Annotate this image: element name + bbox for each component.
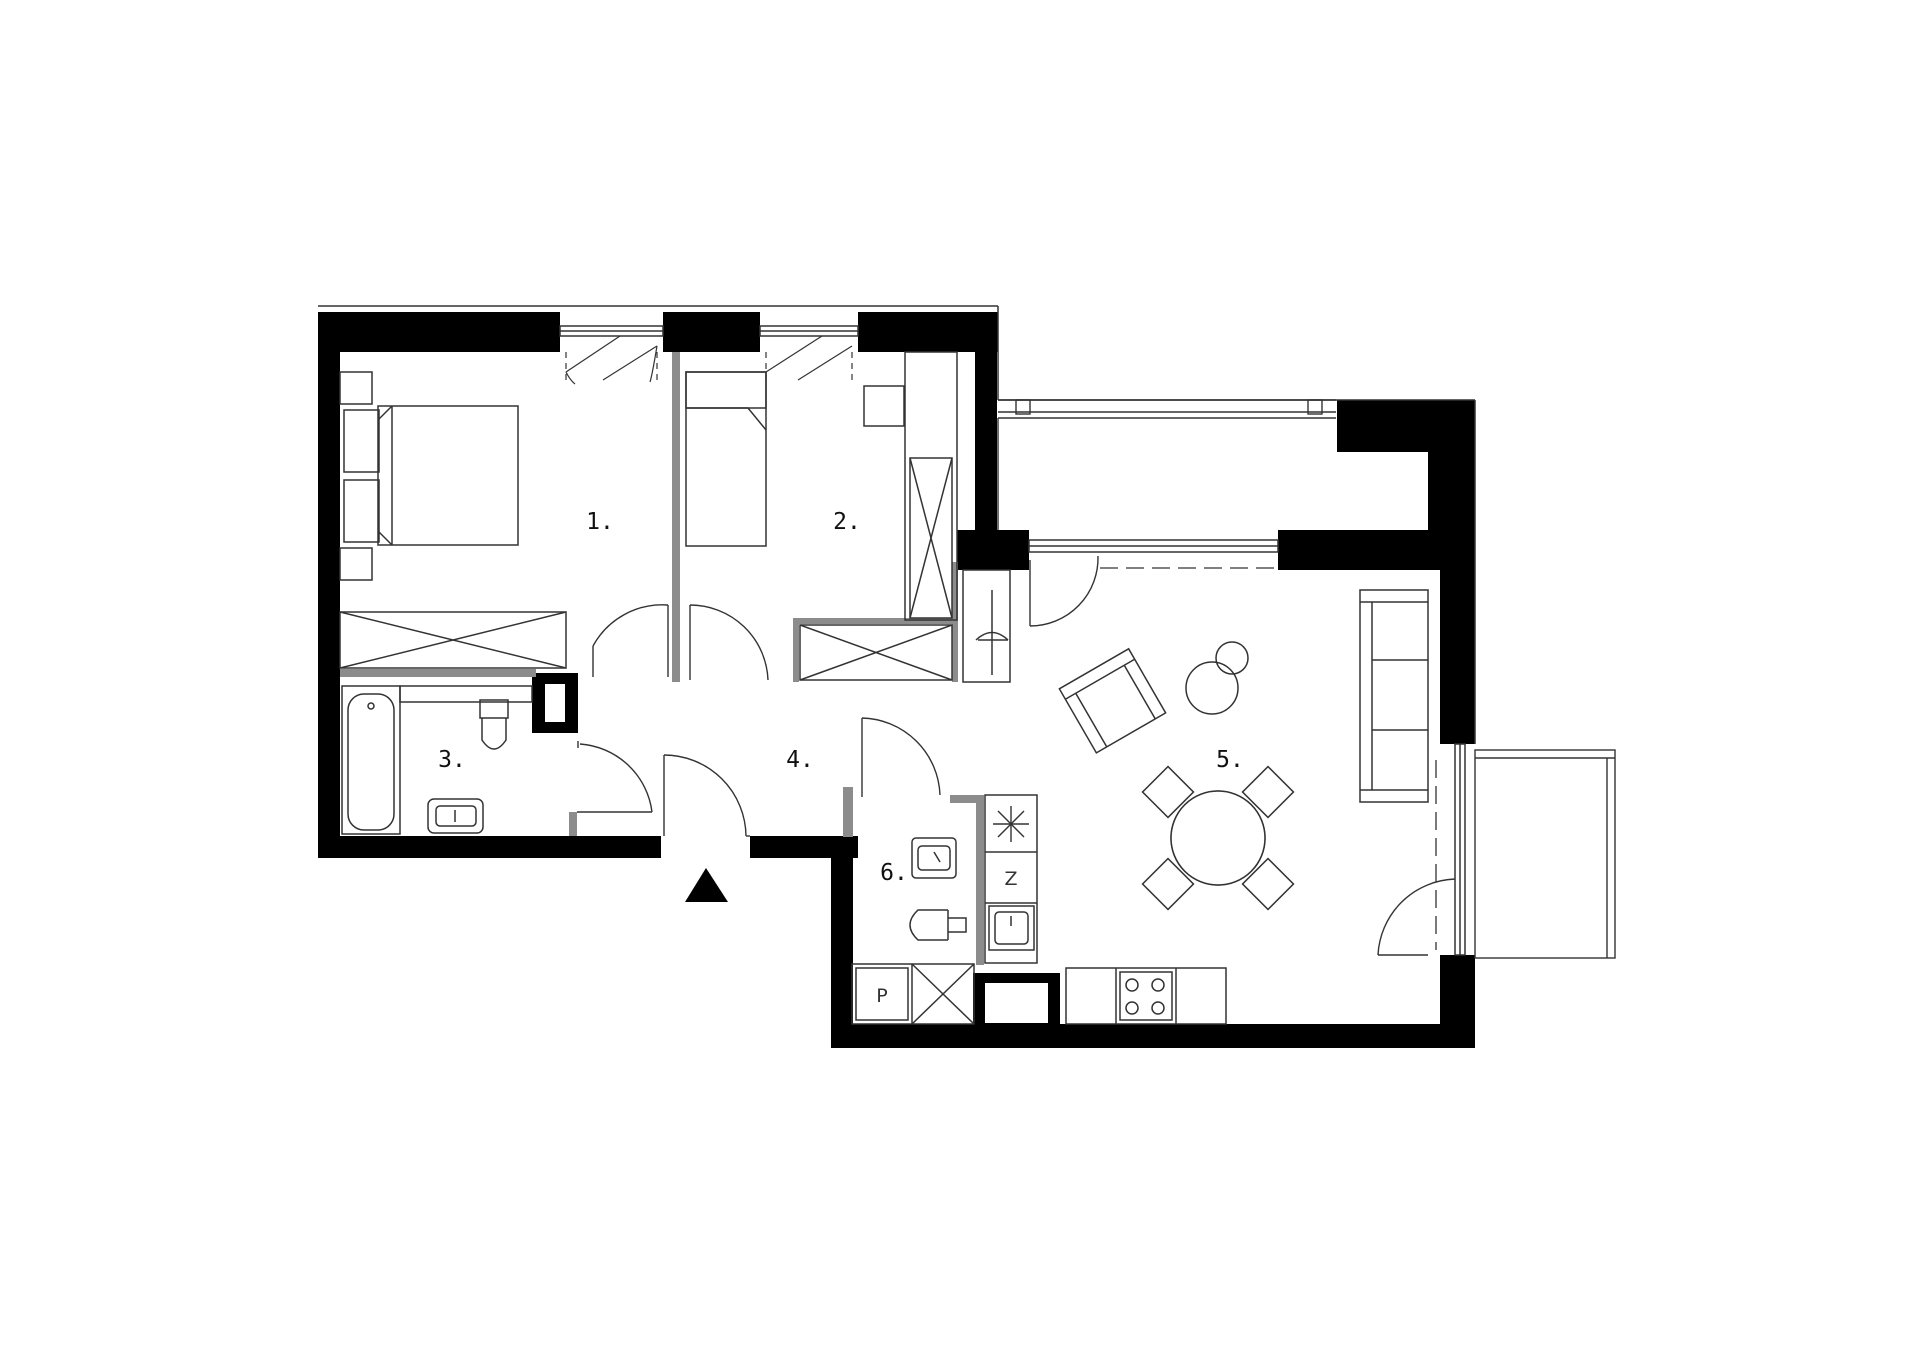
room-label-1: 1.: [586, 509, 614, 535]
kitchen-fixtures: [984, 794, 1227, 1025]
asterisk-icon: [993, 806, 1029, 842]
chimney-hollow: [545, 684, 565, 722]
partitions: [340, 352, 984, 965]
fridge-letter: Z: [1004, 868, 1017, 890]
washer-letter: P: [876, 985, 887, 1007]
balcony: [1474, 749, 1616, 959]
room-label-6: 6.: [880, 860, 908, 886]
room2-furniture: [685, 351, 958, 681]
kitchen-black-block-inner: [985, 983, 1048, 1023]
living-furniture: [1058, 589, 1429, 911]
wc-fixtures: [851, 837, 975, 1025]
loggia: [997, 399, 1336, 530]
doors: [577, 555, 1456, 956]
room-label-4: 4.: [786, 747, 814, 773]
outline-lines: [318, 305, 1476, 744]
entrance-arrow-icon: [685, 868, 728, 902]
room-label-2: 2.: [833, 509, 861, 535]
window-swing-lines: [565, 352, 853, 384]
room-labels: 1. 2. 3. 4. 5. 6.: [438, 509, 1244, 886]
bathroom-fixtures: [341, 685, 533, 835]
dining-table: [1170, 790, 1266, 886]
room-label-5: 5.: [1216, 747, 1244, 773]
entry-wardrobe: [962, 569, 1011, 683]
windows: [559, 325, 1466, 956]
room1-furniture: [339, 371, 567, 669]
exterior-walls: [318, 312, 1475, 1048]
room-label-3: 3.: [438, 747, 466, 773]
window-sashes: [565, 335, 853, 385]
dashed-door-lines: [1100, 567, 1437, 950]
